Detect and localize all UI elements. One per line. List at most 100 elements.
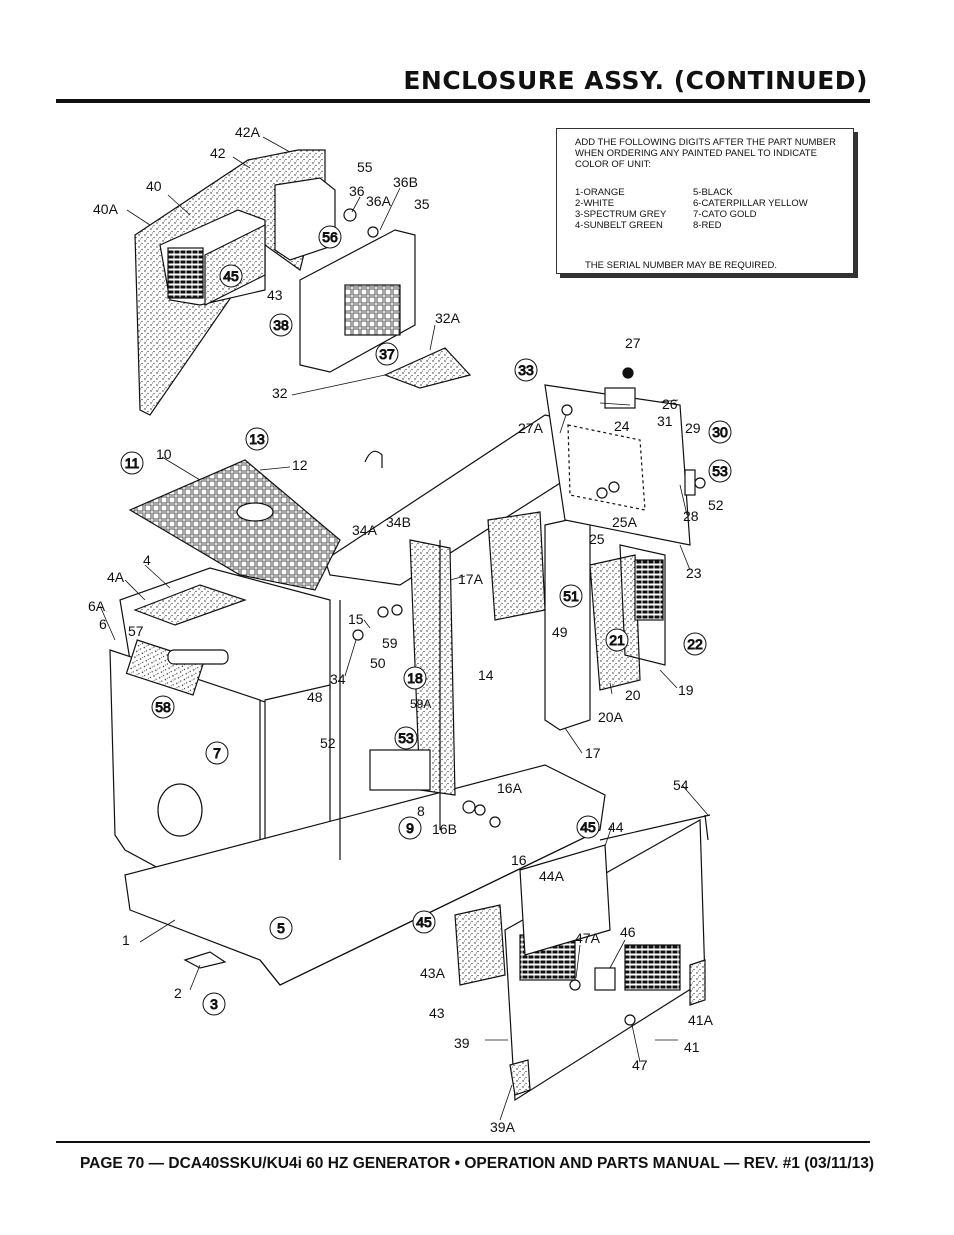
foam-43 bbox=[454, 904, 506, 986]
circled-callout-18: 18 bbox=[403, 666, 427, 690]
callout-50-lower: 50 bbox=[370, 655, 386, 671]
callout-31: 31 bbox=[657, 413, 673, 429]
callout-41a: 41A bbox=[688, 1012, 714, 1028]
circled-callout-30: 30 bbox=[708, 420, 732, 444]
foam-block-21 bbox=[589, 554, 641, 691]
door-louver-right bbox=[624, 944, 681, 991]
callout-4a: 4A bbox=[107, 569, 125, 585]
radiator-core bbox=[344, 284, 401, 336]
circled-callout-33: 33 bbox=[514, 358, 538, 382]
grommet-25a bbox=[608, 481, 620, 493]
washer-16b bbox=[462, 800, 476, 814]
circled-callout-21: 21 bbox=[605, 628, 629, 652]
page-title: ENCLOSURE ASSY. (CONTINUED) bbox=[403, 66, 868, 95]
callout-49: 49 bbox=[552, 624, 568, 640]
circled-callouts: 56 45 38 37 33 13 11 30 53 58 7 18 53 9 … bbox=[120, 225, 732, 1016]
callout-46: 46 bbox=[620, 924, 636, 940]
callout-28: 28 bbox=[683, 508, 699, 524]
callout-48: 48 bbox=[307, 689, 323, 705]
color-row: 1-ORANGE 5-BLACK bbox=[575, 187, 845, 198]
callout-15: 15 bbox=[348, 611, 364, 627]
note-header: ADD THE FOLLOWING DIGITS AFTER THE PART … bbox=[575, 137, 836, 170]
door-latch-46 bbox=[594, 967, 616, 991]
callout-34b: 34B bbox=[386, 514, 411, 530]
callout-4: 4 bbox=[143, 552, 151, 568]
callout-52-left: 52 bbox=[320, 735, 336, 751]
door-foam-41a bbox=[689, 959, 706, 1006]
center-post-foam bbox=[409, 539, 456, 796]
circled-callout-11: 11 bbox=[120, 451, 144, 475]
washer-34a bbox=[377, 606, 389, 618]
callout-29: 29 bbox=[685, 420, 701, 436]
callout-19: 19 bbox=[678, 682, 694, 698]
circled-callout-53-lower: 53 bbox=[394, 726, 418, 750]
center-post-17 bbox=[544, 514, 591, 731]
color-code: 1-ORANGE bbox=[575, 187, 625, 198]
callout-59: 59 bbox=[382, 635, 398, 651]
callout-34: 34 bbox=[330, 671, 346, 687]
circled-callout-9: 9 bbox=[398, 816, 422, 840]
callout-16b: 16B bbox=[432, 821, 457, 837]
svg-text:45: 45 bbox=[416, 914, 432, 930]
callout-47: 47 bbox=[632, 1057, 648, 1073]
svg-text:33: 33 bbox=[518, 362, 534, 378]
callout-23: 23 bbox=[686, 565, 702, 581]
callout-14: 14 bbox=[478, 667, 494, 683]
handle-53 bbox=[684, 469, 696, 496]
circled-callout-22: 22 bbox=[683, 632, 707, 656]
title-rule bbox=[56, 99, 870, 103]
svg-text:9: 9 bbox=[406, 820, 414, 836]
hinge-rod bbox=[599, 814, 711, 841]
svg-text:45: 45 bbox=[223, 268, 239, 284]
callout-25a: 25A bbox=[612, 514, 638, 530]
fastener-36 bbox=[343, 208, 357, 222]
circled-callout-13: 13 bbox=[245, 427, 269, 451]
bushing-16 bbox=[489, 816, 501, 828]
circled-callout-58: 58 bbox=[151, 695, 175, 719]
color-code: 6-CATERPILLAR YELLOW bbox=[693, 198, 808, 209]
callout-39a: 39A bbox=[490, 1119, 516, 1135]
circled-callout-7: 7 bbox=[205, 741, 229, 765]
svg-text:30: 30 bbox=[712, 424, 728, 440]
front-door-opening bbox=[157, 783, 203, 837]
diagram-line-art bbox=[99, 136, 711, 1121]
callout-2: 2 bbox=[174, 985, 182, 1001]
washer-36b bbox=[367, 226, 379, 238]
callout-44: 44 bbox=[608, 819, 624, 835]
callout-6a: 6A bbox=[88, 598, 106, 614]
svg-text:3: 3 bbox=[210, 996, 218, 1012]
grommet-47a bbox=[569, 979, 581, 991]
rear-louver bbox=[167, 247, 204, 299]
roof-foam-32a bbox=[383, 347, 472, 389]
svg-text:58: 58 bbox=[155, 699, 171, 715]
washer-34b bbox=[391, 604, 403, 616]
callout-27a: 27A bbox=[518, 420, 544, 436]
callout-42: 42 bbox=[210, 145, 226, 161]
page-footer: PAGE 70 — DCA40SSKU/KU4i 60 HZ GENERATOR… bbox=[79, 1155, 875, 1172]
callout-20a: 20A bbox=[598, 709, 624, 725]
bolt-47 bbox=[624, 1014, 636, 1026]
callout-43-upper: 43 bbox=[267, 287, 283, 303]
color-code: 5-BLACK bbox=[693, 187, 733, 198]
grommet-25 bbox=[596, 487, 608, 499]
callout-52-right: 52 bbox=[708, 497, 724, 513]
callout-8: 8 bbox=[417, 803, 425, 819]
callout-42a: 42A bbox=[235, 124, 261, 140]
svg-text:21: 21 bbox=[609, 632, 625, 648]
lifting-hook bbox=[364, 450, 383, 468]
callout-26: 26 bbox=[662, 396, 678, 412]
callout-17: 17 bbox=[585, 745, 601, 761]
engine-mount bbox=[369, 749, 431, 791]
logo-plate-57 bbox=[167, 649, 229, 665]
callout-44a: 44A bbox=[539, 868, 565, 884]
callout-47a: 47A bbox=[575, 930, 601, 946]
circled-callout-3: 3 bbox=[202, 992, 226, 1016]
svg-text:53: 53 bbox=[398, 730, 414, 746]
color-code: 2-WHITE bbox=[575, 198, 615, 209]
door-foam-39a bbox=[509, 1059, 531, 1096]
footer-rule bbox=[56, 1141, 870, 1143]
callout-16: 16 bbox=[511, 852, 527, 868]
callout-40a: 40A bbox=[93, 201, 119, 217]
svg-text:5: 5 bbox=[277, 920, 285, 936]
